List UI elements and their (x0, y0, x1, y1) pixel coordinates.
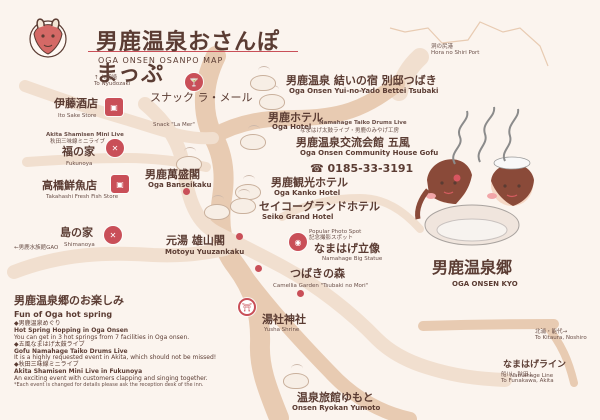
yumoto-name-en: Onsen Ryokan Yumoto (292, 404, 381, 412)
banseikaku-name: 男鹿萬盛閣 (145, 168, 200, 181)
takahashi-name-en: Takahashi Fresh Fish Store (46, 194, 119, 200)
fukunoya-pin[interactable]: ✕ (106, 139, 124, 157)
fun-item-1-desc: You can get in 3 hot springs from 7 faci… (14, 333, 190, 341)
camera-icon: ◉ (294, 237, 302, 247)
store-icon-2: ▣ (116, 179, 124, 189)
kanko-hotel-name: 男鹿観光ホテル (271, 176, 348, 189)
community-house-phone: ☎ 0185-33-3191 (310, 162, 414, 175)
kanko-hotel-name-en: Oga Kanko Hotel (274, 189, 341, 197)
ito-store-pin[interactable]: ▣ (105, 98, 123, 116)
map-title-en: OGA ONSEN OSANPO MAP (98, 56, 224, 65)
snack-label-en: Snack "La Mer" (153, 122, 195, 128)
fun-item-3-en: Akita Shamisen Mini Live in Fukunoya (14, 368, 143, 376)
namahage-live-title: Namahage Taiko Drums Live (319, 120, 407, 126)
fun-item-2-jp: ◆五風なまはげ太鼓ライブ (14, 340, 85, 348)
akita-live-jp: 秋田三味線ミニライブ (50, 139, 106, 145)
fun-subtitle: Fun of Oga hot spring (14, 310, 113, 319)
hot-spring-illustration (415, 106, 534, 246)
fukunoya-name: 福の家 (62, 145, 95, 158)
community-house-name: 男鹿温泉交流会館 五風 (296, 136, 410, 149)
onsenkyo-logo-en: OGA ONSEN KYO (452, 280, 518, 288)
seiko-grand-name: セイコーグランドホテル (259, 200, 380, 213)
east-road-label: 北浦・能代→ To Kitaura, Noshiro (535, 329, 587, 342)
shrine-pin[interactable]: ⛩ (238, 298, 256, 316)
hot-spring-icon-7 (204, 195, 230, 220)
ito-store-name-en: Ito Sake Store (58, 113, 97, 119)
yuinoyado-name: 男鹿温泉 結いの宿 別邸つばき (286, 74, 437, 87)
namahage-statue-en: Namahage Big Statue (322, 256, 383, 262)
banseikaku-dot (183, 188, 190, 195)
fun-item-2-en: Gofu Namahage Taiko Drums Live (14, 347, 128, 355)
takahashi-name: 高橋鮮魚店 (42, 179, 97, 192)
shimanoya-name: 島の家 (60, 226, 93, 239)
namahage-statue-name: なまはげ立像 (314, 242, 380, 255)
title-underline (88, 51, 298, 52)
takahashi-pin[interactable]: ▣ (111, 175, 129, 193)
hot-spring-icon (176, 147, 202, 172)
shimanoya-name-en: Shimanoya (64, 242, 95, 248)
motoyu-name-en: Motoyu Yuuzankaku (165, 248, 245, 256)
store-icon: ▣ (110, 102, 118, 112)
ito-store-name: 伊藤酒店 (54, 97, 98, 110)
dining-icon-2: ✕ (109, 230, 117, 240)
shimanoya-pin[interactable]: ✕ (104, 226, 122, 244)
route-dot-3 (297, 290, 304, 297)
oga-hotel-name-en: Oga Hotel (272, 123, 312, 131)
namahage-line-label-en: Namahage Line (510, 373, 554, 379)
oga-hotel-name: 男鹿ホテル (268, 111, 323, 124)
tsubaki-forest-en: Camellia Garden "Tsubaki no Mori" (273, 283, 369, 289)
fun-item-3-desc: An exciting event with customers clappin… (14, 375, 208, 383)
funakawa-label: 船川・秋田↓ To Funakawa, Akita (501, 372, 554, 385)
photo-spot-text: Popular Photo Spot 記念撮影スポット (309, 229, 362, 242)
fun-item-1-jp: ◆男鹿温泉めぐり (14, 320, 61, 327)
fun-note: *Each event is changed for details pleas… (14, 382, 204, 389)
north-entry-label: ↑ 入道崎 To Nyudozaki (94, 75, 131, 88)
oga-mascot-icon (29, 18, 67, 58)
yuinoyado-name-en: Oga Onsen Yui-no-Yado Bettei Tsubaki (289, 87, 439, 95)
namahage-live-jp: なまはげ太鼓ライブ・男鹿のみやげ工房 (300, 128, 400, 134)
fun-item-2-desc: It is a highly requested event in Akita,… (14, 354, 217, 362)
yusha-shrine-name: 湯社神社 (262, 313, 306, 326)
cocktail-pin[interactable]: 🍸 (185, 73, 203, 91)
onsenkyo-logo-jp: 男鹿温泉郷 (432, 258, 513, 277)
hot-spring-icon-6 (230, 189, 256, 214)
fun-title: 男鹿温泉郷のお楽しみ (14, 294, 124, 307)
cocktail-icon: 🍸 (189, 77, 199, 87)
hot-spring-icon-3 (250, 66, 276, 91)
west-road-label: ←男鹿水族館GAO (14, 245, 59, 251)
tsubaki-forest-name: つばきの森 (290, 267, 345, 280)
route-dot-1 (236, 233, 243, 240)
route-dot-2 (255, 265, 262, 272)
dining-icon: ✕ (111, 143, 119, 153)
map-header: 男鹿温泉おさんぽまっぷ OGA ONSEN OSANPO MAP (16, 12, 301, 87)
map-title-jp: 男鹿温泉おさんぽまっぷ (96, 30, 281, 87)
hot-spring-icon-2 (259, 85, 285, 110)
fun-item-3-jp: ◆秋田三味線ミニライブ (14, 361, 79, 369)
camera-pin[interactable]: ◉ (289, 233, 307, 251)
banseikaku-name-en: Oga Banseikaku (148, 181, 212, 189)
fukunoya-name-en: Fukunoya (66, 161, 93, 167)
port-label: 洞の尻港 Hora no Shiri Port (431, 44, 480, 57)
hot-spring-icon-4 (240, 125, 266, 150)
yusha-shrine-en: Yusha Shrine (264, 327, 300, 333)
hot-spring-icon-8 (283, 364, 309, 389)
motoyu-name: 元湯 雄山閣 (166, 234, 225, 247)
community-house-name-en: Oga Onsen Community House Gofu (300, 149, 439, 157)
shrine-icon: ⛩ (241, 302, 253, 312)
snack-label: スナック ラ・メール (150, 91, 253, 104)
yumoto-name: 温泉旅館ゆもと (297, 391, 374, 404)
akita-live-title: Akita Shamisen Mini Live (46, 132, 124, 138)
namahage-line-label: なまはげライン (503, 360, 567, 370)
fun-item-1-en: Hot Spring Hopping in Oga Onsen (14, 326, 129, 334)
seiko-grand-name-en: Seiko Grand Hotel (262, 213, 334, 221)
fun-panel: 男鹿温泉郷のお楽しみ Fun of Oga hot spring ◆男鹿温泉めぐ… (14, 292, 239, 389)
